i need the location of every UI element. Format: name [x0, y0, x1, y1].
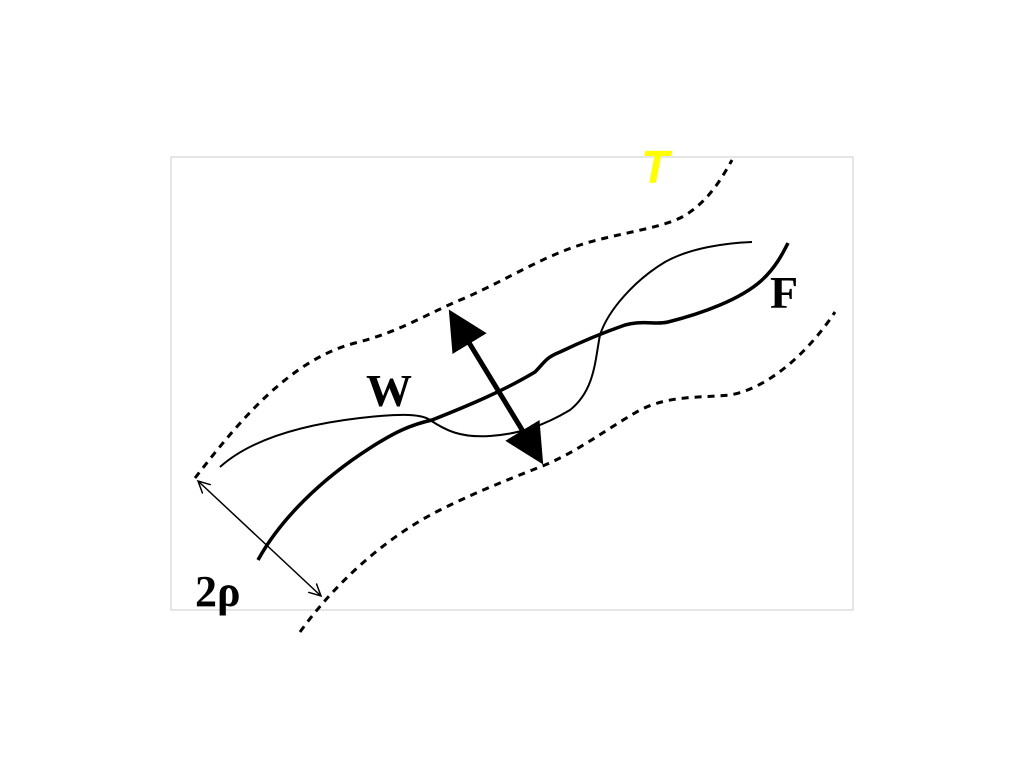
label-t: T — [641, 141, 673, 193]
figure-frame — [170, 156, 854, 611]
curve-f — [256, 242, 790, 561]
width-arrow — [198, 481, 321, 596]
curve-w — [219, 241, 753, 468]
cross-section-arrow — [448, 309, 544, 465]
label-f: F — [770, 267, 798, 318]
tube-upper-boundary — [193, 159, 734, 479]
label-w: W — [366, 365, 412, 416]
tube-lower-boundary — [298, 311, 837, 633]
label-width: 2ρ — [195, 567, 241, 616]
